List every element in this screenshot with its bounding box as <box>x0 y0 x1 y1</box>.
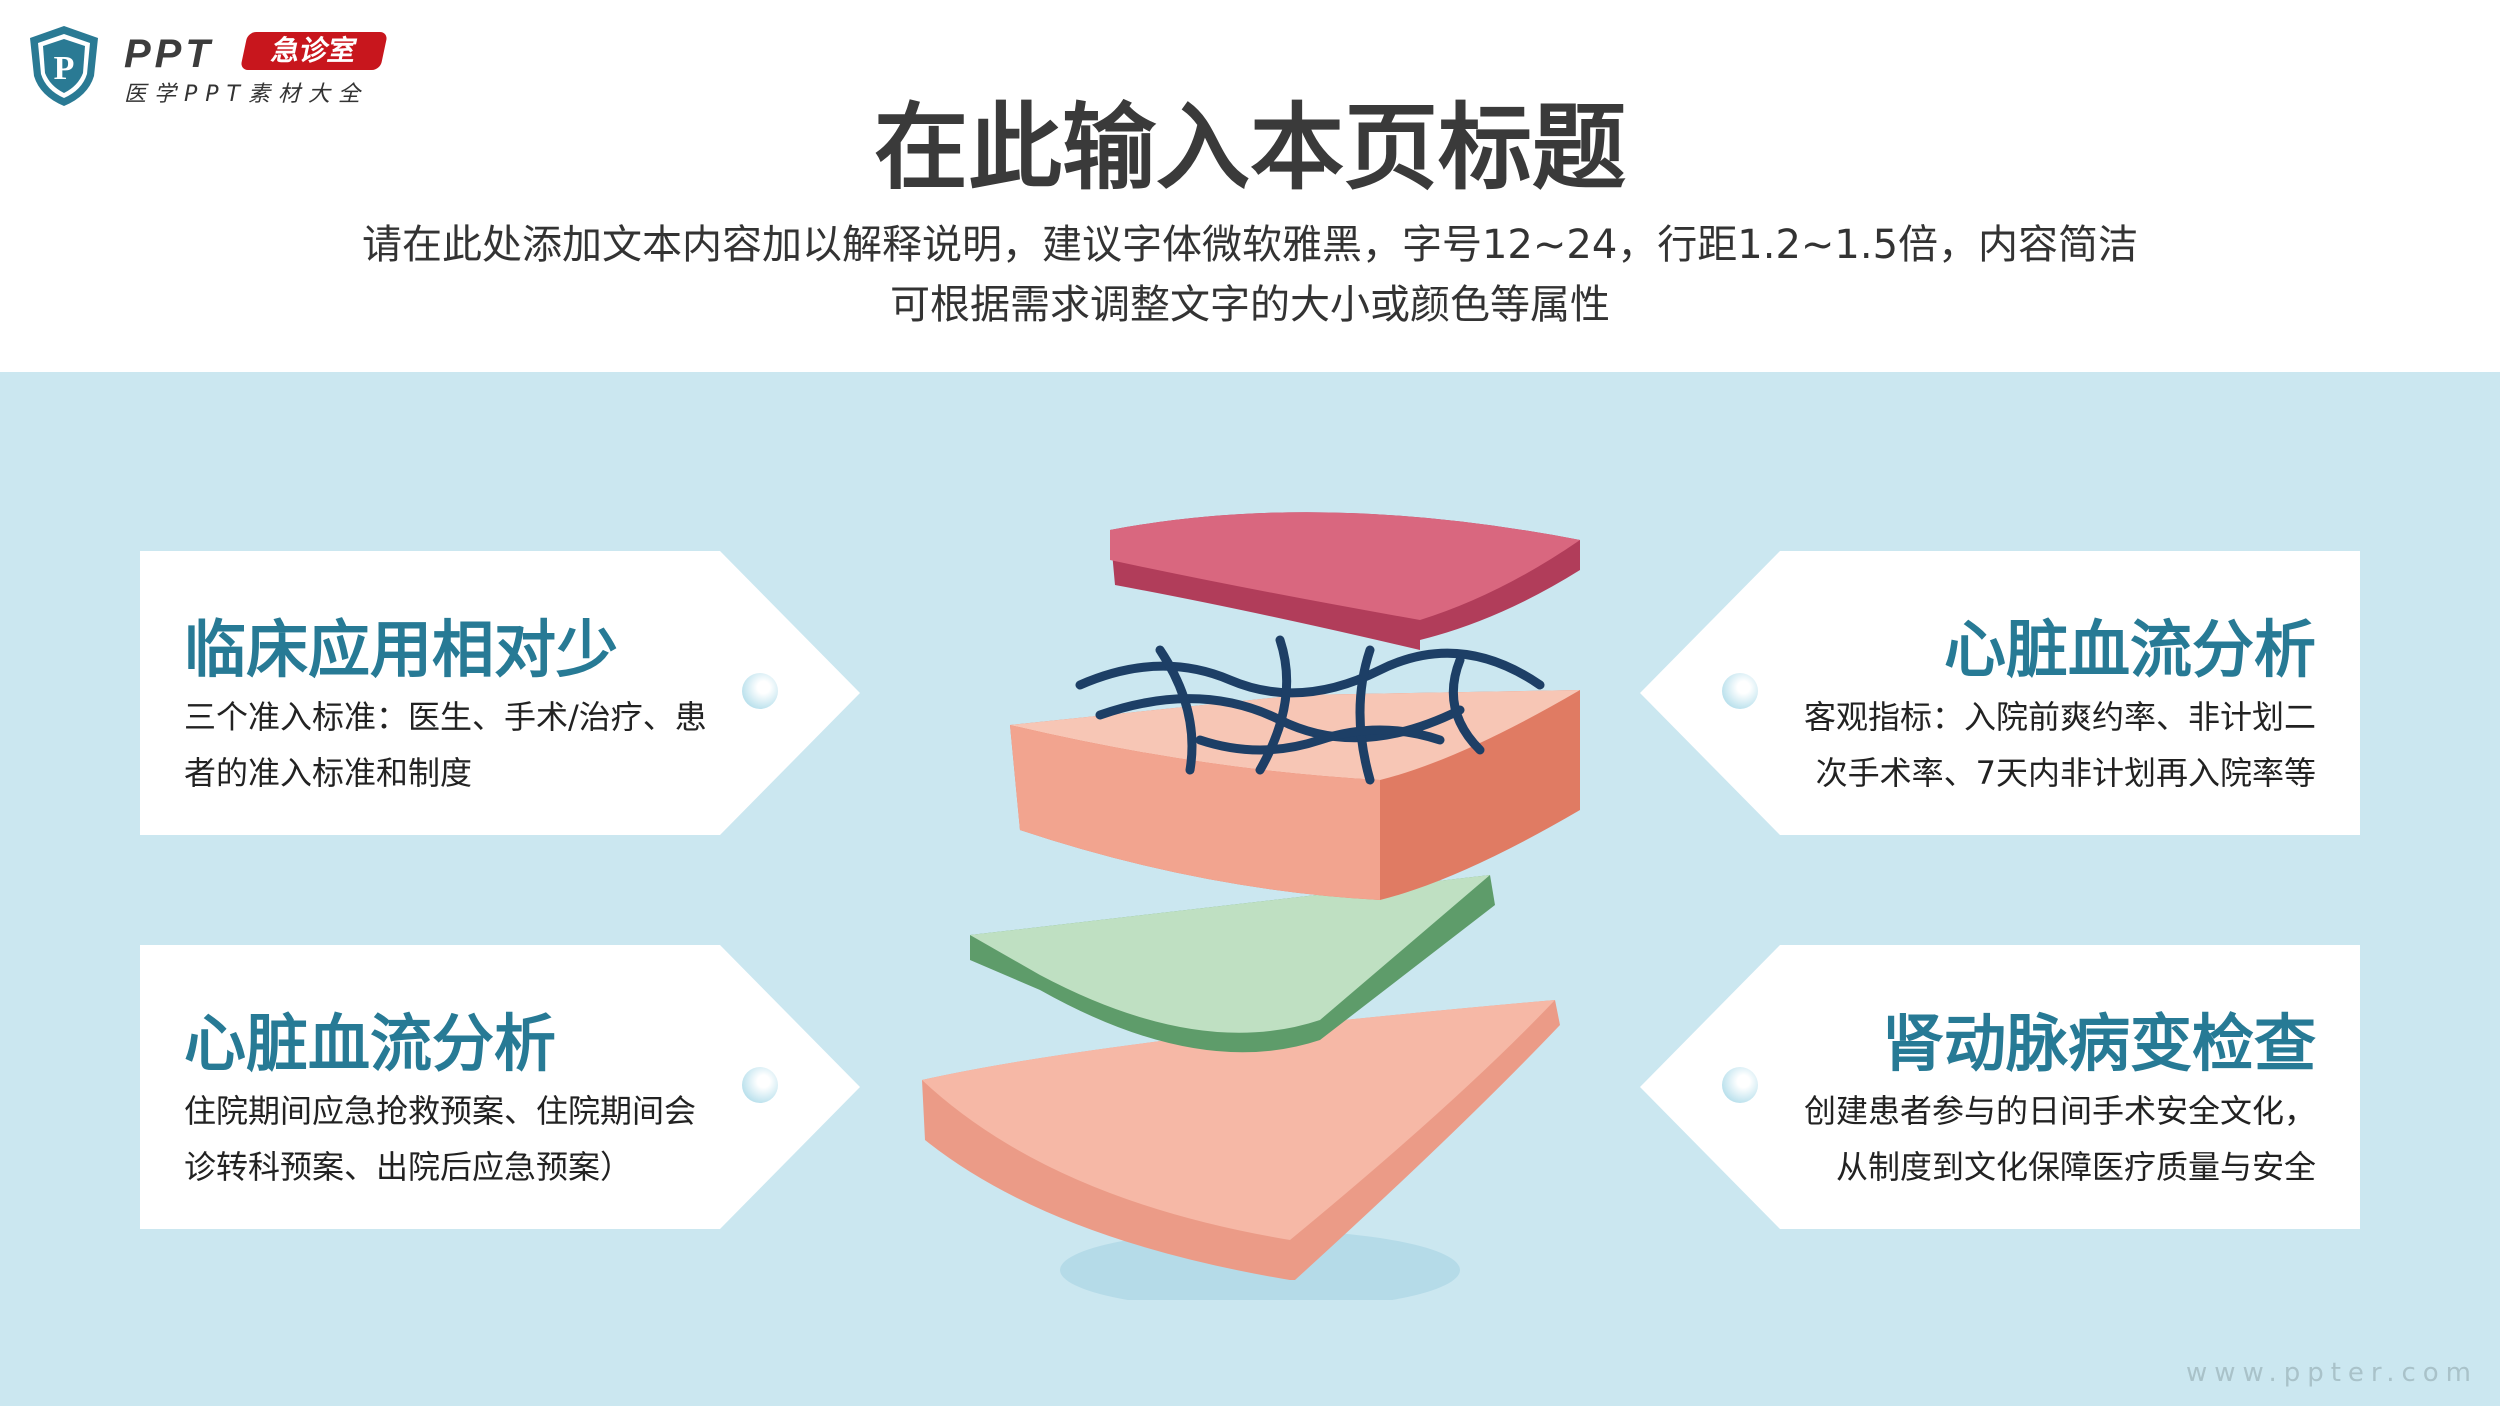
bottom-tissue-layer <box>922 1000 1560 1280</box>
middle-tissue-layer <box>1010 690 1580 900</box>
shield-icon: P <box>30 26 98 106</box>
green-mesh-layer <box>970 875 1495 1053</box>
logo-subtitle: 医学PPT素材大全 <box>124 82 368 107</box>
card-heading: 临床应用相对少 <box>184 613 619 686</box>
blue-network-layer <box>1075 635 1545 785</box>
card-heading: 肾动脉病变检查 <box>1881 1007 2316 1080</box>
card-body: 创建患者参与的日间手术安全文化，从制度到文化保障医疗质量与安全 <box>1803 1092 2316 1186</box>
tag-hole-icon <box>1722 1067 1758 1103</box>
page-title: 在此输入本页标题 <box>873 94 1626 203</box>
card-body: 三个准入标准：医生、手术/治疗、患者的准入标准和制度 <box>184 698 707 792</box>
card-top-left: 临床应用相对少 三个准入标准：医生、手术/治疗、患者的准入标准和制度 <box>140 551 860 835</box>
card-body: 住院期间应急抢救预案、住院期间会诊转科预案、出院后应急预案） <box>184 1092 697 1186</box>
tissue-layers-illustration <box>922 512 1580 1300</box>
card-heading: 心脏血流分析 <box>1943 613 2316 686</box>
intro-text: 请在此处添加文本内容加以解释说明，建议字体微软雅黑，字号12~24，行距1.2~… <box>0 215 2500 335</box>
watermark: www.ppter.com <box>2186 1358 2478 1388</box>
intro-line-2: 可根据需求调整文字的大小或颜色等属性 <box>890 282 1610 328</box>
tag-hole-icon <box>1722 673 1758 709</box>
logo-brand: PPT <box>124 32 214 76</box>
card-heading: 心脏血流分析 <box>184 1007 557 1080</box>
svg-text:P: P <box>54 50 75 87</box>
logo: P PPT 急诊室 医学PPT素材大全 <box>28 24 398 108</box>
card-top-right: 心脏血流分析 客观指标：入院前爽约率、非计划二次手术率、7天内非计划再入院率等 <box>1640 551 2360 835</box>
logo-badge: 急诊室 <box>239 32 389 70</box>
card-bottom-left: 心脏血流分析 住院期间应急抢救预案、住院期间会诊转科预案、出院后应急预案） <box>140 945 860 1229</box>
top-tissue-layer <box>1110 512 1580 650</box>
tag-hole-icon <box>742 673 778 709</box>
tag-hole-icon <box>742 1067 778 1103</box>
card-body: 客观指标：入院前爽约率、非计划二次手术率、7天内非计划再入院率等 <box>1803 698 2316 792</box>
card-bottom-right: 肾动脉病变检查 创建患者参与的日间手术安全文化，从制度到文化保障医疗质量与安全 <box>1640 945 2360 1229</box>
intro-line-1: 请在此处添加文本内容加以解释说明，建议字体微软雅黑，字号12~24，行距1.2~… <box>361 222 2139 268</box>
